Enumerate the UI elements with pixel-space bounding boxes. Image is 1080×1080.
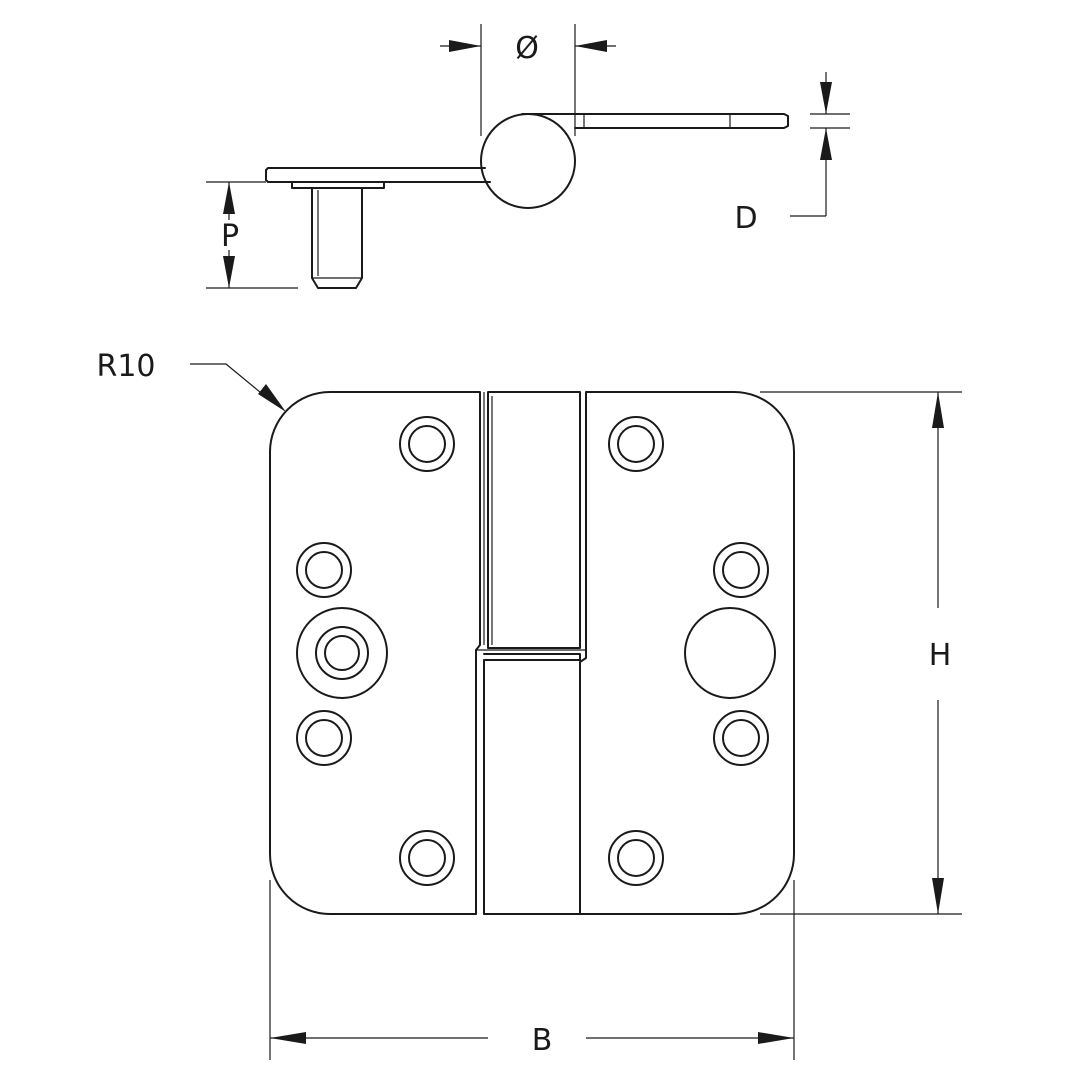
right-leaf-plate bbox=[521, 113, 789, 129]
diameter-label: Ø bbox=[515, 31, 539, 66]
corner-radius-arrow bbox=[258, 384, 286, 412]
pin-hole-plain bbox=[684, 607, 776, 699]
hinge-side-view bbox=[265, 113, 789, 289]
thickness-label: D bbox=[734, 201, 757, 236]
thickness-arrow-top bbox=[820, 82, 832, 114]
height-arrow-top bbox=[932, 392, 944, 428]
pin-length-dimension: P bbox=[206, 181, 298, 289]
screw-hole bbox=[399, 830, 455, 886]
right-leaf-outline bbox=[579, 391, 795, 915]
screw-hole bbox=[608, 416, 664, 472]
pin-length-arrow-bottom bbox=[223, 256, 235, 288]
screw-hole bbox=[399, 416, 455, 472]
left-leaf-holes bbox=[296, 416, 455, 886]
pin-hole-countersunk bbox=[296, 607, 388, 699]
width-arrow-left bbox=[270, 1032, 306, 1044]
lower-knuckle bbox=[483, 653, 581, 915]
pin-length-arrow-top bbox=[223, 182, 235, 214]
width-arrow-right bbox=[758, 1032, 794, 1044]
screw-hole bbox=[296, 710, 352, 766]
hinge-front-view bbox=[269, 391, 795, 915]
left-leaf-outline bbox=[269, 391, 481, 915]
thickness-arrow-bottom bbox=[820, 128, 832, 160]
corner-radius-leader bbox=[190, 363, 273, 403]
screw-hole bbox=[713, 542, 769, 598]
width-dimension: B bbox=[269, 880, 795, 1060]
knuckle-circle bbox=[480, 113, 576, 209]
diameter-dimension: Ø bbox=[440, 24, 616, 136]
diameter-arrow-right bbox=[575, 40, 607, 52]
height-arrow-bottom bbox=[932, 878, 944, 914]
pin-washer bbox=[291, 181, 385, 189]
corner-radius-callout: R10 bbox=[96, 349, 286, 412]
height-label: H bbox=[929, 638, 952, 673]
height-dimension: H bbox=[760, 391, 962, 915]
left-leaf-plate bbox=[265, 167, 491, 183]
pin-length-label: P bbox=[221, 219, 239, 254]
width-label: B bbox=[532, 1023, 553, 1058]
upper-knuckle bbox=[487, 391, 581, 649]
corner-radius-label: R10 bbox=[96, 349, 155, 384]
diameter-arrow-left bbox=[449, 40, 481, 52]
screw-hole bbox=[713, 710, 769, 766]
screw-hole bbox=[296, 542, 352, 598]
pin-body bbox=[311, 187, 363, 289]
right-leaf-holes bbox=[608, 416, 776, 886]
thickness-dimension: D bbox=[734, 72, 850, 236]
screw-hole bbox=[608, 830, 664, 886]
